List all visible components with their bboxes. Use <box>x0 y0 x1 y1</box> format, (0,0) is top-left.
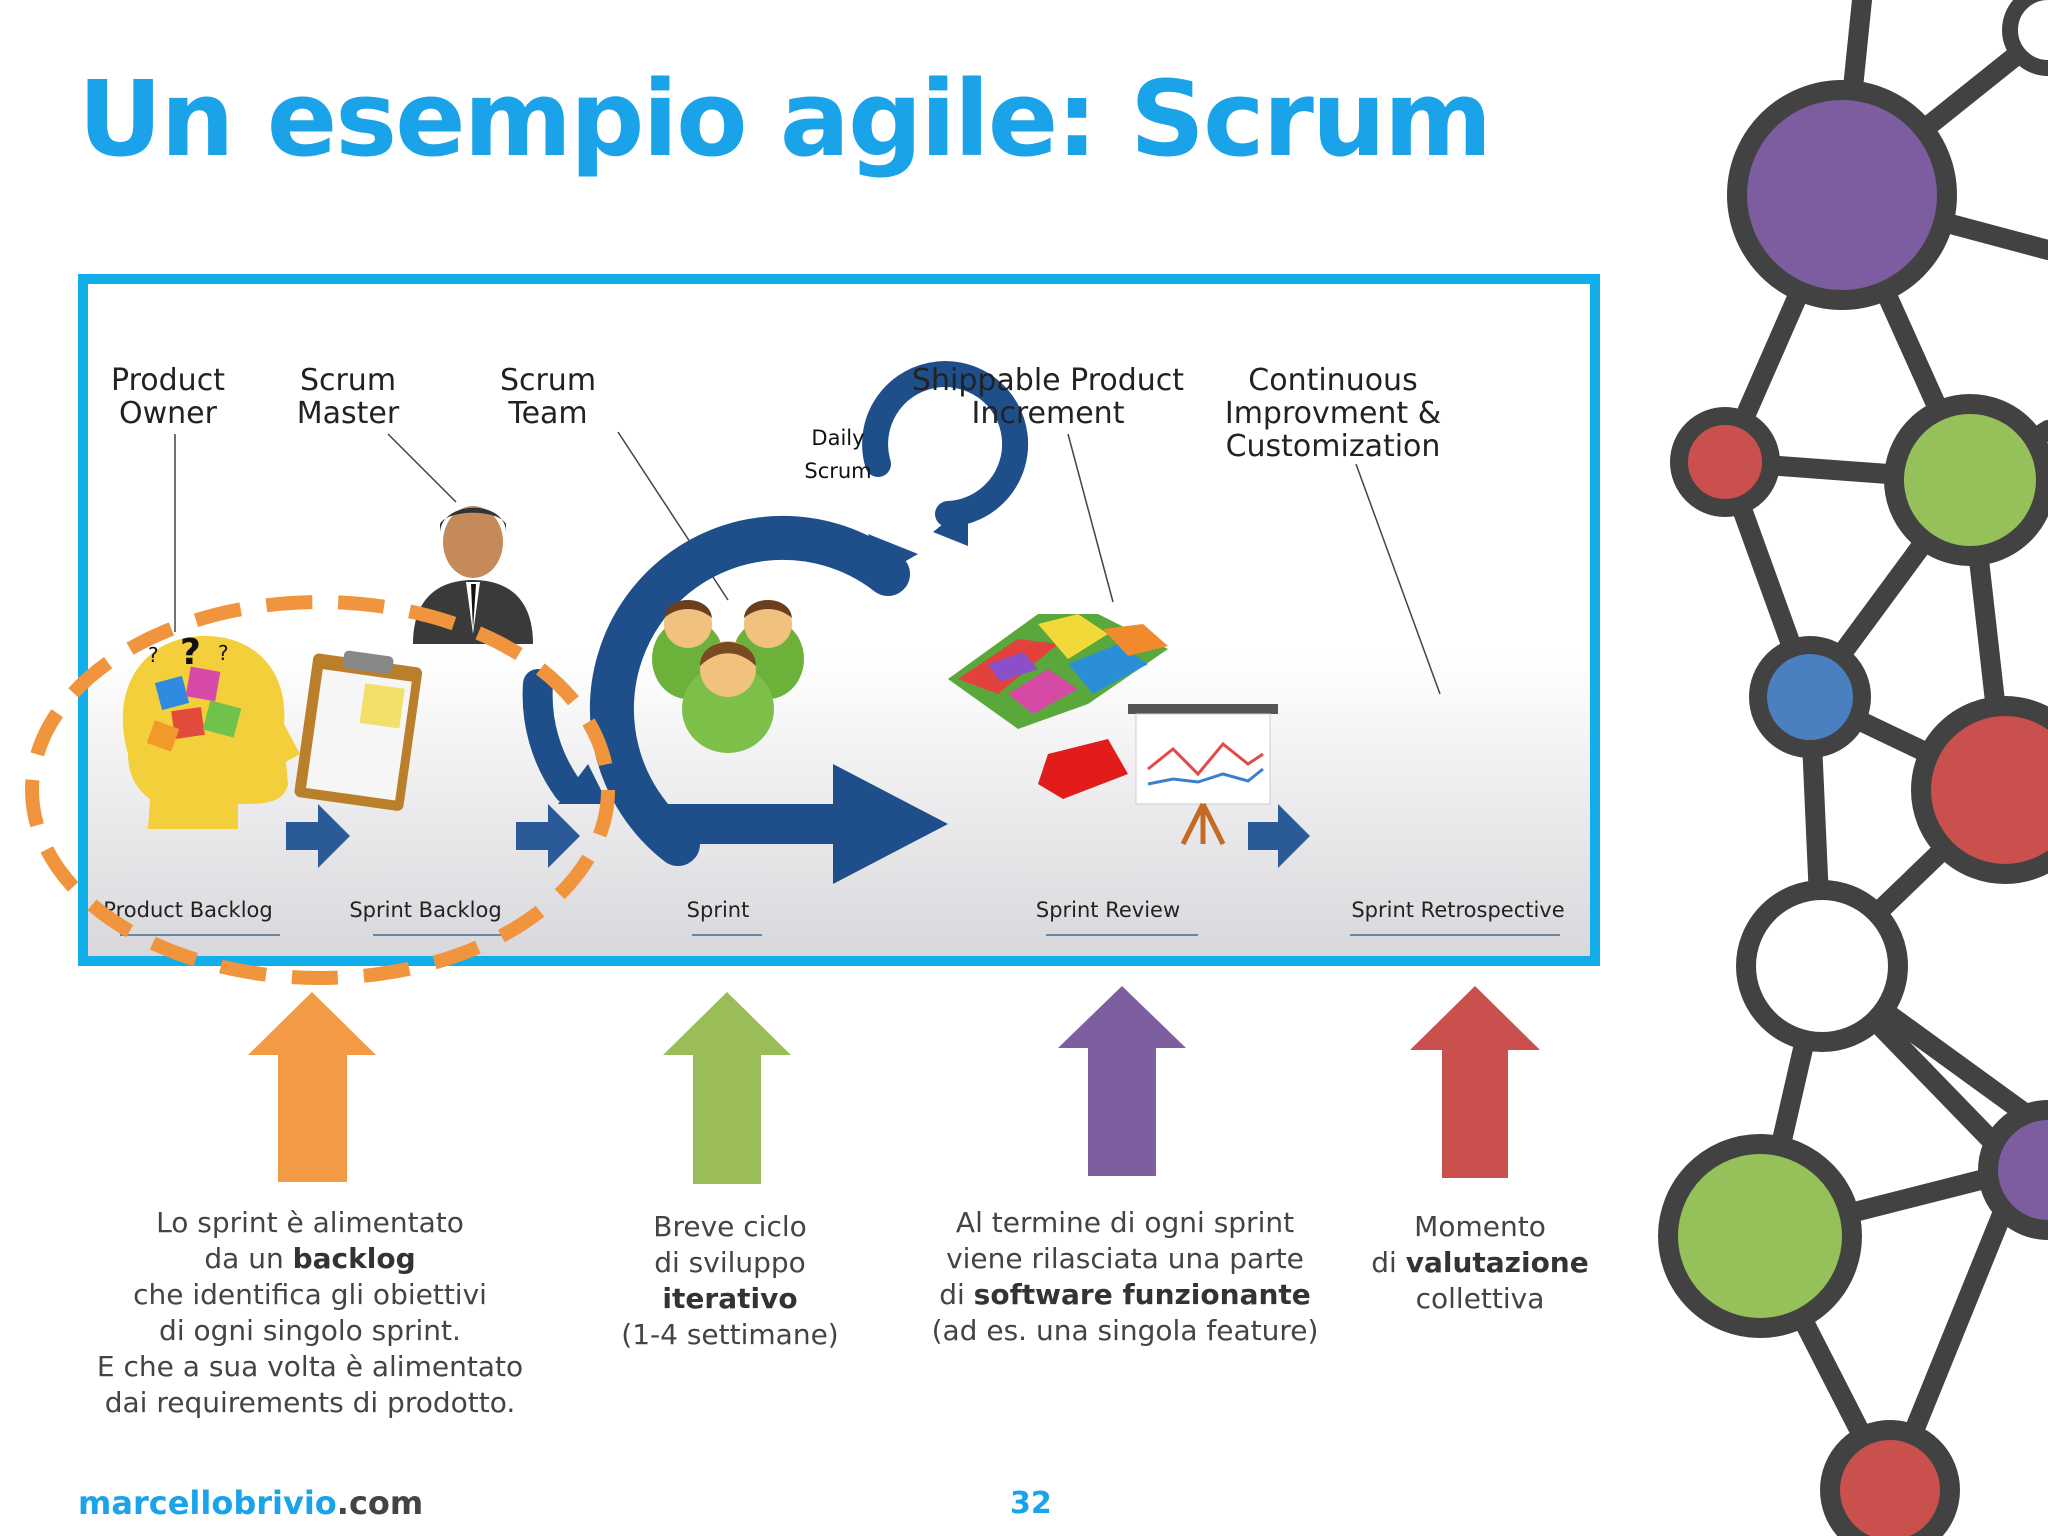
network-node-red-large <box>1911 696 2048 884</box>
network-node-red-bottom <box>1820 1420 1960 1536</box>
note-backlog: Lo sprint è alimentato da un backlog che… <box>96 1206 524 1419</box>
svg-text:?: ? <box>148 643 159 667</box>
stage-sprint: Sprint <box>686 898 750 922</box>
head-puzzle-icon: ? ? ? <box>122 632 300 829</box>
arrow-backlog-to-sprint-backlog-icon <box>286 804 350 868</box>
arrow-review <box>1058 986 1186 1176</box>
scrum-diagram: ? ? ? <box>78 274 1600 966</box>
footer-brand-link[interactable]: marcellobrivio.com <box>78 1484 424 1522</box>
network-node-green-large <box>1658 1134 1862 1338</box>
arrow-sprint <box>663 992 791 1184</box>
svg-text:?: ? <box>180 632 201 673</box>
network-node-purple-large <box>1727 80 1957 310</box>
network-node-top-white <box>2002 0 2048 76</box>
sprint-cycle-arrow-icon <box>522 361 1029 866</box>
stage-sprint-review: Sprint Review <box>1035 898 1181 922</box>
note-retrospective: Momento di valutazione collettiva <box>1371 1210 1589 1315</box>
svg-text:?: ? <box>218 641 229 665</box>
network-node-green <box>1884 394 2048 566</box>
arrow-sprint-backlog-to-sprint-icon <box>516 804 580 868</box>
scrum-team-people-icon <box>652 600 804 753</box>
page-number: 32 <box>1010 1486 1052 1521</box>
network-node-blue <box>1749 636 1871 758</box>
network-node-red-small <box>1670 407 1780 517</box>
network-node-white <box>1736 880 1908 1052</box>
clipboard-icon <box>294 650 423 811</box>
slide-title: Un esempio agile: Scrum <box>78 58 1492 180</box>
note-review: Al termine di ogni sprint viene rilascia… <box>931 1206 1319 1347</box>
arrow-retrospective <box>1410 986 1540 1178</box>
puzzle-pieces-icon <box>948 614 1168 799</box>
arrow-backlog <box>248 992 376 1182</box>
stage-sprint-retrospective: Sprint Retrospective <box>1351 898 1565 922</box>
note-sprint: Breve ciclo di sviluppo iterativo (1-4 s… <box>621 1210 839 1351</box>
scrum-master-person-icon <box>413 506 533 644</box>
stage-product-backlog: Product Backlog <box>103 898 273 922</box>
stage-sprint-backlog: Sprint Backlog <box>349 898 502 922</box>
network-node-purple-partial <box>1978 1100 2048 1240</box>
retrospective-chart-icon <box>1128 704 1278 846</box>
arrow-review-to-retro-icon <box>1248 804 1310 868</box>
